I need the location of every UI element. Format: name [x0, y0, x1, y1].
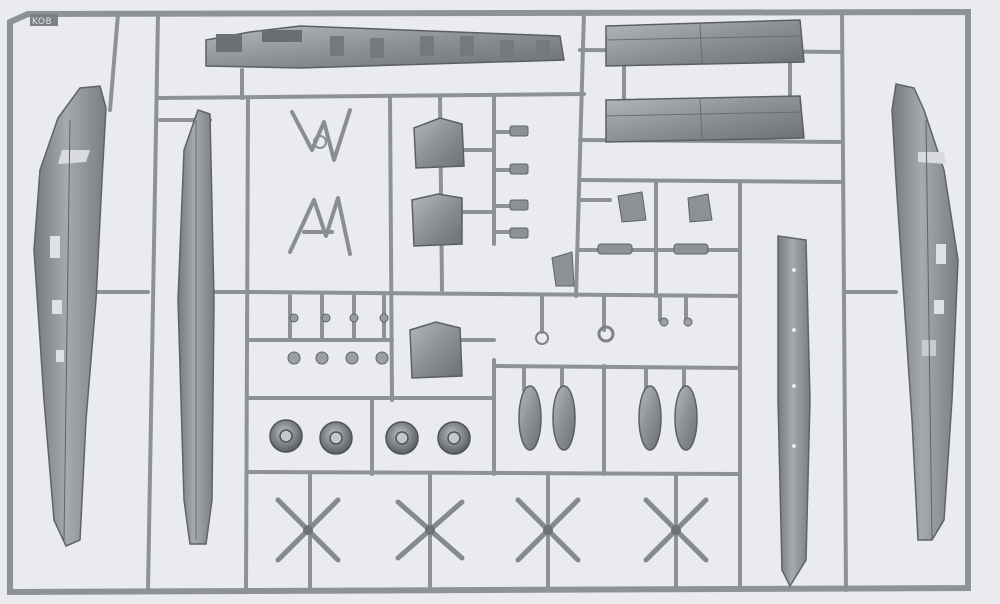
propellers: [275, 497, 709, 563]
small-studs: [287, 313, 693, 365]
sprue-frame: [7, 8, 971, 596]
wheels: [269, 419, 471, 455]
long-strut-right: [777, 235, 811, 588]
engine-cowl-panels: [409, 117, 465, 379]
wing-panels: [605, 19, 805, 143]
wheel-spats: [518, 385, 698, 451]
small-parts: [509, 125, 713, 287]
sprue-code-label: KOB: [32, 17, 52, 27]
long-strut-left: [177, 109, 215, 545]
fuselage-left-half: [33, 85, 107, 547]
fuselage-right-half: [891, 83, 959, 541]
landing-gear-struts: [288, 108, 352, 256]
interior-floor-part: [205, 25, 565, 69]
